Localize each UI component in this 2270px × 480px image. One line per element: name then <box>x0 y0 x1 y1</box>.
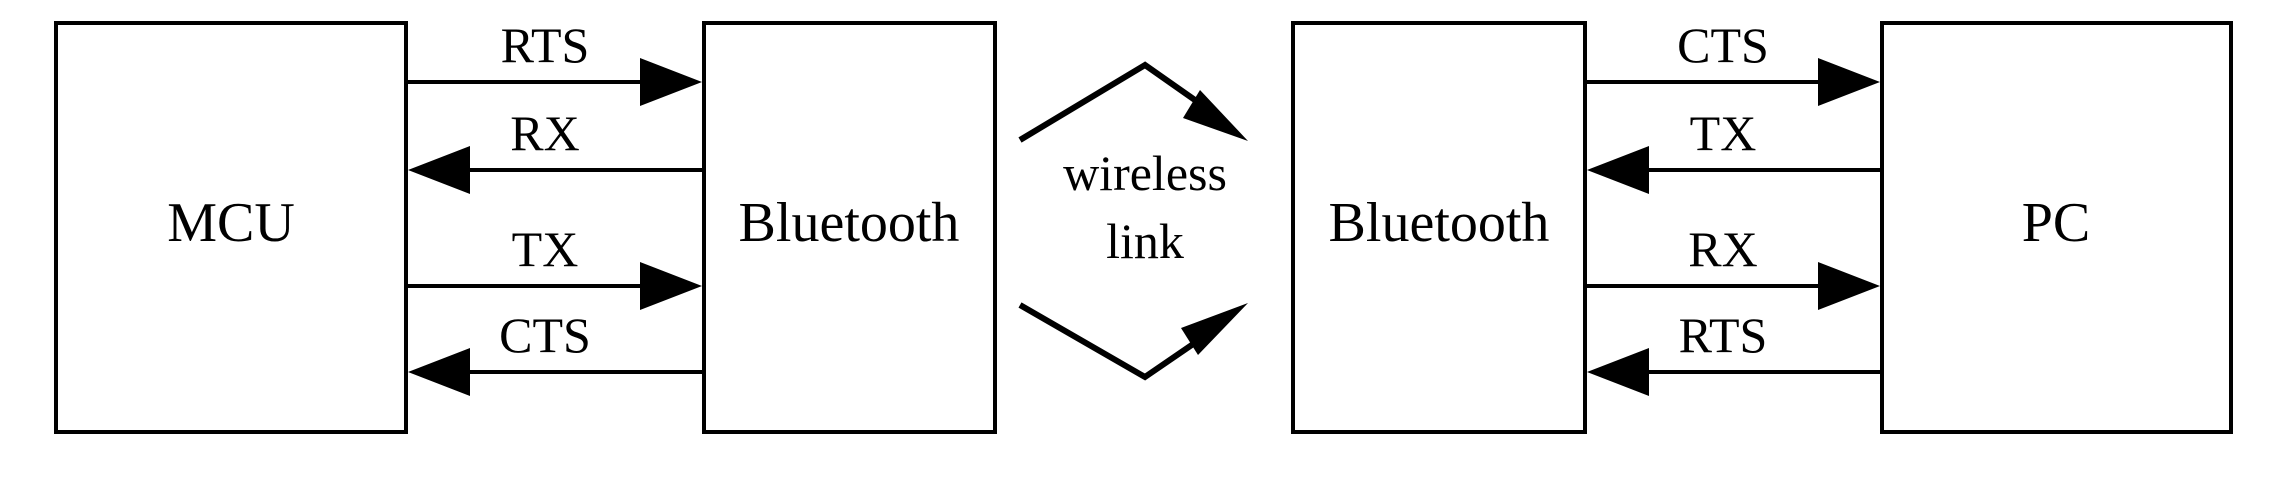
wireless-link-top-arrow-icon <box>1018 61 1248 143</box>
wireless-link-top-arrow-shaft <box>1018 61 1224 143</box>
signal-right-tx[interactable]: TX <box>1587 105 1880 194</box>
signal-right-rx-label: RX <box>1688 221 1757 277</box>
node-mcu-rect[interactable] <box>54 21 408 434</box>
wireless-link: wireless link <box>1018 61 1248 381</box>
signal-left-tx-arrowhead <box>640 262 702 310</box>
signal-right-rx[interactable]: RX <box>1587 221 1880 310</box>
signal-left-cts-arrowhead <box>408 348 470 396</box>
wireless-link-bottom-arrow-shaft <box>1018 302 1220 381</box>
signal-right-tx-label: TX <box>1690 105 1757 161</box>
node-pc[interactable]: PC <box>1880 21 2233 434</box>
node-bluetooth-left-rect[interactable] <box>702 21 997 434</box>
node-mcu[interactable]: MCU <box>54 21 408 434</box>
signal-right-rts-arrowhead <box>1587 348 1649 396</box>
wireless-link-bottom-arrow-icon <box>1018 302 1248 381</box>
signal-left-cts[interactable]: CTS <box>408 307 702 396</box>
node-bluetooth-right-label: Bluetooth <box>1329 192 1550 254</box>
signal-left-rts-label: RTS <box>501 17 590 73</box>
node-bluetooth-right[interactable]: Bluetooth <box>1291 21 1587 434</box>
wireless-link-label-line2: link <box>1106 213 1184 269</box>
signal-right-tx-arrowhead <box>1587 146 1649 194</box>
signal-right-cts-arrowhead <box>1818 58 1880 106</box>
signal-left-rx[interactable]: RX <box>408 105 702 194</box>
signal-left-rx-arrowhead <box>408 146 470 194</box>
signal-left-cts-label: CTS <box>499 307 591 363</box>
signal-right-rts-label: RTS <box>1679 307 1768 363</box>
node-mcu-label: MCU <box>167 192 295 254</box>
node-pc-label: PC <box>2022 192 2091 254</box>
node-bluetooth-left-label: Bluetooth <box>739 192 960 254</box>
signal-right-cts[interactable]: CTS <box>1587 17 1880 106</box>
node-pc-rect[interactable] <box>1880 21 2233 434</box>
signal-left-rx-label: RX <box>510 105 579 161</box>
signal-left-rts-arrowhead <box>640 58 702 106</box>
node-bluetooth-left[interactable]: Bluetooth <box>702 21 997 434</box>
signal-left-rts[interactable]: RTS <box>408 17 702 106</box>
node-bluetooth-right-rect[interactable] <box>1291 21 1587 434</box>
signal-left-tx-label: TX <box>512 221 579 277</box>
signal-right-cts-label: CTS <box>1677 17 1769 73</box>
wireless-link-label-line1: wireless <box>1063 145 1227 201</box>
wireless-link-bottom-arrowhead <box>1181 303 1248 355</box>
signal-right-rx-arrowhead <box>1818 262 1880 310</box>
signal-right-rts[interactable]: RTS <box>1587 307 1880 396</box>
wireless-link-top-arrowhead <box>1183 90 1248 141</box>
signal-left-tx[interactable]: TX <box>408 221 702 310</box>
